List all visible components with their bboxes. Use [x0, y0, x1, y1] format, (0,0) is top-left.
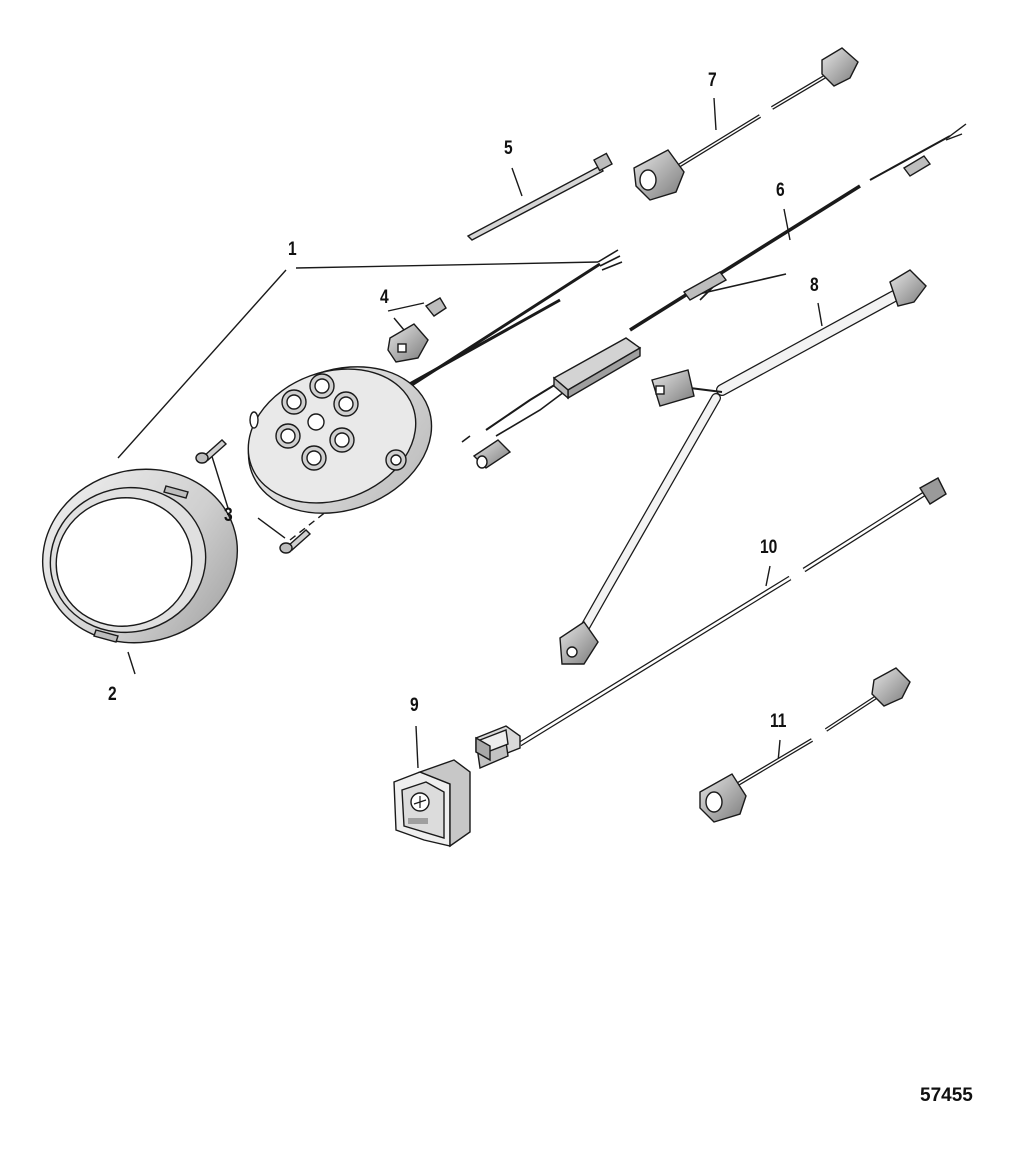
- screws-item-3: [195, 439, 312, 554]
- callout-7: 7: [708, 70, 717, 91]
- rocker-switch-item-9: [393, 759, 471, 848]
- callout-1: 1: [288, 239, 297, 260]
- callout-10: 10: [760, 537, 778, 558]
- light-housing-item-1: [247, 249, 623, 514]
- connector-item-4: [387, 297, 447, 363]
- cable-tie-part: [466, 152, 613, 241]
- callout-6: 6: [776, 180, 785, 201]
- harness-item-11: [699, 667, 911, 823]
- harness-item-8: [559, 269, 927, 665]
- bezel-ring-item-2: [41, 468, 239, 644]
- callout-8: 8: [810, 275, 819, 296]
- callout-5: 5: [504, 138, 513, 159]
- harness-item-6: [405, 123, 967, 469]
- callout-9: 9: [410, 695, 419, 716]
- callout-3: 3: [224, 505, 233, 526]
- cable-item-10: [475, 477, 947, 770]
- callout-4: 4: [380, 287, 389, 308]
- figure-number: 57455: [920, 1085, 973, 1106]
- callout-11: 11: [770, 711, 787, 732]
- leader-lines: [117, 97, 823, 769]
- harness-item-7: [633, 47, 859, 201]
- callout-2: 2: [108, 684, 117, 705]
